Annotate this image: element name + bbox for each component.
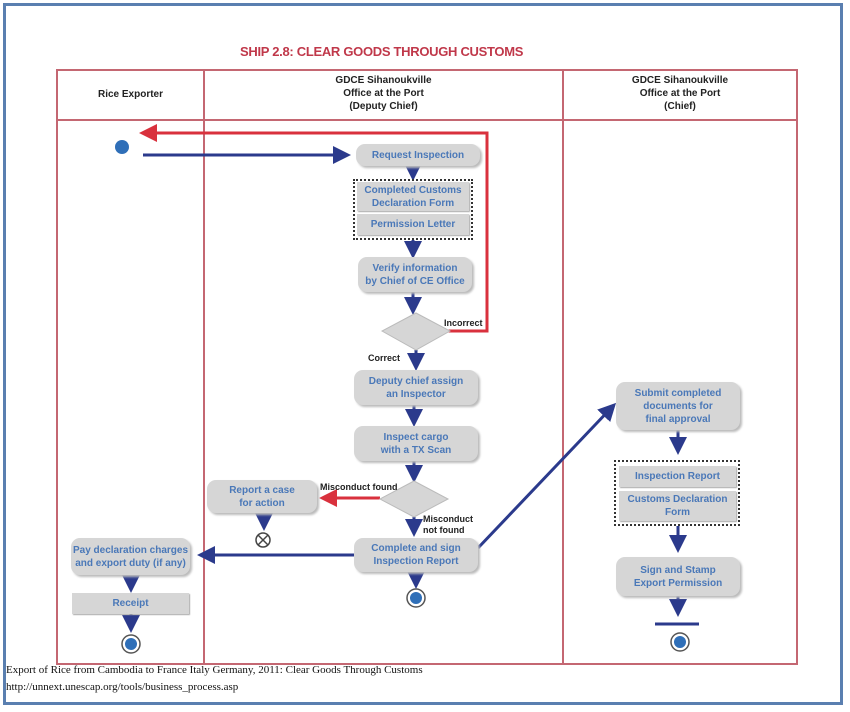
decision-misconduct — [378, 480, 450, 518]
doc-customs-declaration-form[interactable]: Customs Declaration Form — [619, 491, 736, 521]
document-group-request — [353, 179, 473, 240]
label-incorrect: Incorrect — [444, 318, 483, 328]
end-node — [670, 632, 690, 652]
node-complete-sign-report[interactable]: Complete and sign Inspection Report — [354, 538, 478, 572]
node-text-line: Submit completed — [634, 387, 722, 399]
doc-receipt[interactable]: Receipt — [72, 593, 189, 614]
node-text-line: and export duty (if any) — [75, 557, 186, 569]
lane-header-line: GDCE Sihanoukville — [335, 75, 432, 86]
label-misconduct-not-found: Misconduct not found — [423, 514, 473, 536]
end-node — [406, 588, 426, 608]
lane-header-line: Office at the Port — [343, 88, 424, 99]
start-node — [115, 140, 129, 154]
doc-inspection-report[interactable]: Inspection Report — [619, 466, 736, 487]
label-misconduct-found: Misconduct found — [320, 482, 398, 492]
lane-chief — [562, 69, 798, 665]
node-text-line: Export Permission — [633, 577, 723, 589]
node-text-line: Form — [665, 507, 690, 518]
caption-title: Export of Rice from Cambodia to France I… — [6, 664, 423, 676]
end-node — [121, 634, 141, 654]
flow-to-submit-docs — [476, 402, 617, 550]
lane-header-deputy-chief: GDCE Sihanoukville Office at the Port (D… — [205, 74, 562, 113]
doc-permission-letter[interactable]: Permission Letter — [357, 214, 469, 235]
node-text-line: Deputy chief assign — [368, 375, 464, 387]
node-report-case[interactable]: Report a case for action — [207, 480, 317, 513]
node-sign-stamp[interactable]: Sign and Stamp Export Permission — [616, 557, 740, 596]
lane-header-rice-exporter: Rice Exporter — [97, 89, 164, 100]
lane-header-line: GDCE Sihanoukville — [631, 75, 729, 86]
node-verify-information[interactable]: Verify information by Chief of CE Office — [358, 257, 472, 292]
diagram-title: SHIP 2.8: CLEAR GOODS THROUGH CUSTOMS — [240, 44, 524, 59]
node-text-line: documents for — [643, 400, 713, 412]
node-text-line: for action — [239, 497, 285, 509]
doc-completed-customs-form[interactable]: Completed Customs Declaration Form — [357, 182, 469, 211]
flow-final-node-cross — [255, 532, 271, 548]
flow-incorrect-return — [139, 124, 489, 333]
lane-header-chief: GDCE Sihanoukville Office at the Port (C… — [564, 74, 796, 113]
lane-header-line: (Deputy Chief) — [349, 101, 418, 112]
document-group-approval — [614, 460, 740, 526]
node-text-line: Inspect cargo — [383, 431, 449, 443]
lane-header-line: (Chief) — [664, 101, 696, 112]
outer-frame — [3, 3, 843, 705]
node-text-line: Report a case — [229, 484, 295, 496]
decision-verify — [380, 312, 452, 351]
node-inspect-cargo[interactable]: Inspect cargo with a TX Scan — [354, 426, 478, 461]
node-text-line: Sign and Stamp — [640, 564, 716, 576]
label-line: Misconduct — [423, 514, 474, 524]
node-text-line: by Chief of CE Office — [365, 275, 465, 287]
node-submit-documents[interactable]: Submit completed documents for final app… — [616, 382, 740, 430]
node-pay-charges[interactable]: Pay declaration charges and export duty … — [71, 538, 190, 575]
lane-header-divider — [56, 119, 798, 121]
label-line: not found — [423, 525, 465, 535]
node-text-line: Pay declaration charges — [72, 544, 189, 556]
node-text-line: Inspection Report — [373, 556, 459, 567]
node-text-line: Complete and sign — [371, 543, 461, 554]
node-text-line: an Inspector — [386, 388, 446, 400]
node-text-line: Customs Declaration — [627, 494, 728, 505]
node-text-line: Verify information — [372, 262, 458, 274]
label-correct: Correct — [368, 353, 401, 363]
lane-header-line: Office at the Port — [639, 88, 721, 99]
node-text-line: Declaration Form — [371, 197, 455, 209]
node-text-line: final approval — [645, 413, 711, 425]
node-assign-inspector[interactable]: Deputy chief assign an Inspector — [354, 370, 478, 405]
caption-source-url[interactable]: http://unnext.unescap.org/tools/business… — [6, 681, 239, 693]
node-text-line: Completed Customs — [364, 184, 462, 196]
node-text-line: with a TX Scan — [380, 444, 452, 456]
node-request-inspection[interactable]: Request Inspection — [356, 144, 480, 166]
